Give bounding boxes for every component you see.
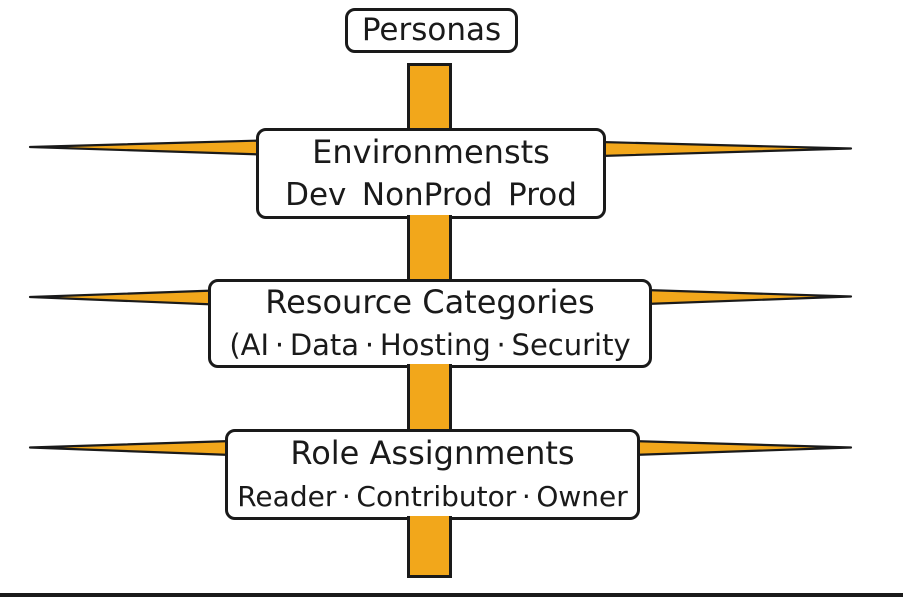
wedge-resource-categories-left xyxy=(28,289,217,306)
node-role-assignments-title: Role Assignments xyxy=(290,433,575,472)
node-environments: Environmensts Dev NonProd Prod xyxy=(256,128,606,219)
trunk-segment-roles-end xyxy=(407,516,452,578)
node-resource-categories-items: (AI · Data · Hosting · Security xyxy=(229,327,631,362)
trunk-segment-personas-environments xyxy=(407,63,452,128)
node-personas: Personas xyxy=(345,8,518,53)
node-resource-categories-title: Resource Categories xyxy=(265,282,595,321)
wedge-resource-categories-right xyxy=(643,288,853,306)
wedge-environments-right xyxy=(598,140,853,158)
node-role-assignments-items: Reader · Contributor · Owner xyxy=(237,479,628,513)
trunk-segment-resources-roles xyxy=(407,364,452,429)
bottom-rule xyxy=(0,593,903,597)
node-role-assignments: Role Assignments Reader · Contributor · … xyxy=(225,429,640,520)
trunk-segment-environments-resources xyxy=(407,215,452,279)
wedge-environments-left xyxy=(28,139,264,156)
node-environments-title: Environmensts xyxy=(312,132,550,171)
node-resource-categories: Resource Categories (AI · Data · Hosting… xyxy=(208,279,652,368)
node-environments-items: Dev NonProd Prod xyxy=(285,176,577,213)
wedge-role-assignments-left xyxy=(28,439,234,457)
wedge-role-assignments-right xyxy=(630,439,853,457)
node-personas-label: Personas xyxy=(361,12,502,48)
